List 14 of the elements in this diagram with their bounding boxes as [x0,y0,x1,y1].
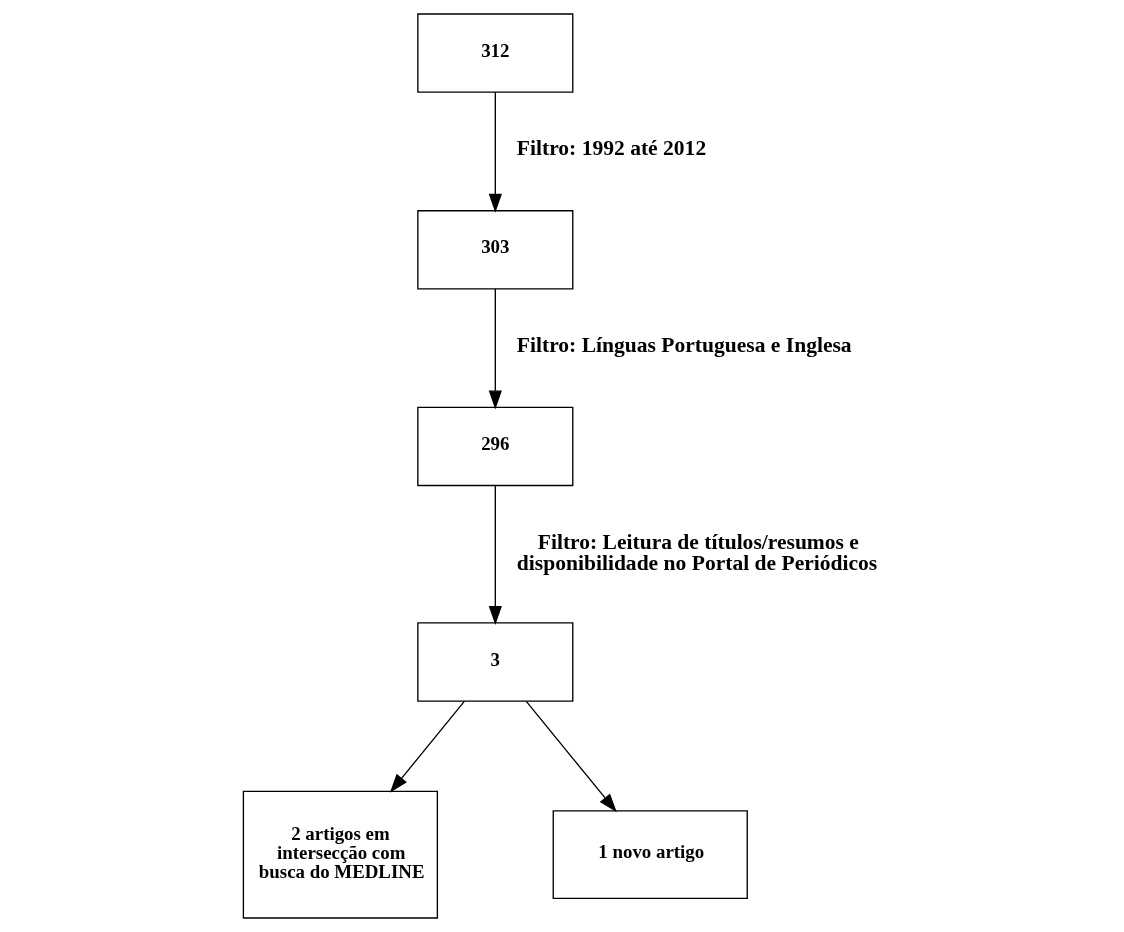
arrow [488,91,502,213]
node-box: 2 artigos em intersecção com busca do MEDLINE [242,790,439,919]
edge-label: Filtro: 1992 até 2012 [516,136,707,161]
arrow [389,700,465,793]
edge-label: Filtro: Leitura de títulos/resumos e disponibilidade no Portal de Periódicos [516,529,878,576]
node-box: 1 novo artigo [552,810,748,900]
arrow [488,485,502,625]
node-box: 3 [417,622,574,702]
node-box: 312 [417,13,574,93]
node-box: 296 [417,406,574,487]
arrow [525,700,617,813]
node-box: 303 [417,210,574,290]
edge-label: Filtro: Línguas Portuguesa e Inglesa [516,332,852,357]
arrow [488,288,502,410]
